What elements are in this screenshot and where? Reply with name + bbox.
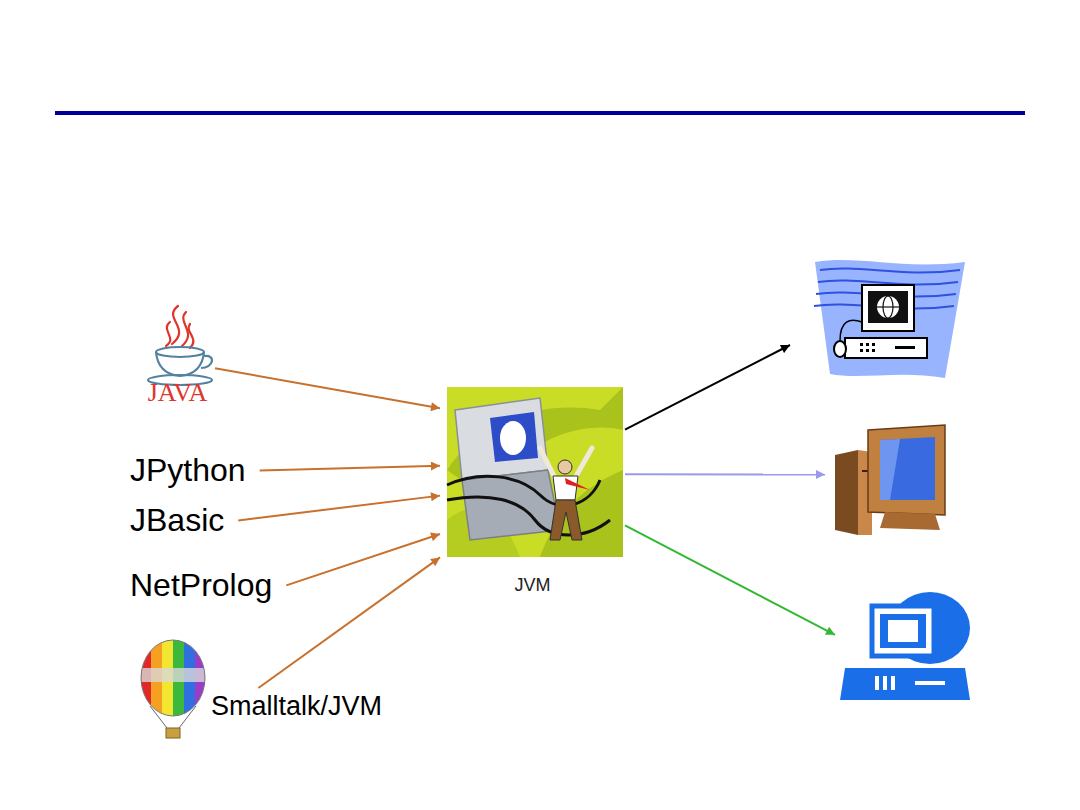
desktop-computer-icon [862,470,868,472]
connector-arrow [258,557,440,688]
language-label: JBasic [126,500,238,541]
smalltalk-balloon [140,668,207,682]
network-computer-icon [820,268,960,272]
network-computer-icon [818,280,958,284]
smalltalk-logo: Smalltalk/JVM [135,688,392,725]
workstation-icon [880,614,926,648]
jvm-illustration [575,448,592,478]
network-computer-icon [814,260,965,378]
java-logo: JAVA [140,300,215,412]
workstation-icon [891,676,895,690]
jvm-illustration [447,387,623,557]
jvm-illustration [447,387,623,557]
java-cup-logo [182,312,188,346]
target-computer [825,425,945,535]
workstation-icon [875,676,879,690]
smalltalk-balloon [166,728,180,738]
desktop-computer-icon [835,450,858,535]
node-label: JAVA [148,378,208,408]
java-cup-logo [172,306,179,344]
connector-arrow [260,466,440,471]
workstation-icon [840,592,970,700]
component-label: JVM [515,575,551,596]
java-cup-logo [166,322,170,346]
network-computer-icon [840,320,862,341]
network-computer-icon [866,343,869,346]
java-cup-logo [166,306,193,348]
workstation-icon [872,606,934,656]
desktop-computer-icon [880,512,940,530]
desktop-computer-icon [868,425,945,515]
java-cup-logo [189,324,194,348]
network-computer-icon [815,260,965,378]
desktop-computer-icon [835,425,945,535]
network-computer-icon [866,349,869,352]
jvm-illustration [540,448,555,478]
desktop-computer-icon [880,437,935,500]
jvm-illustration [455,398,548,480]
workstation-icon [875,676,945,690]
network-computer-icon [872,343,875,346]
node-label: Smalltalk/JVM [211,691,382,722]
node-label: JPython [130,452,246,489]
java-cup-logo [156,352,204,376]
workstation-icon [840,668,970,700]
network-computer-icon [845,338,927,358]
target-computer [835,590,970,705]
jvm-illustration [540,448,592,540]
node-label: JBasic [130,502,224,539]
node-label: NetProlog [130,567,272,604]
jvm-box: JVM [440,387,625,600]
network-computer-icon [860,349,863,352]
jvm-illustration [447,476,600,505]
java-cup-logo [156,347,204,357]
smalltalk-balloon [140,640,207,738]
jvm-illustration [550,500,582,540]
connector-arrow [625,525,835,634]
smalltalk-balloon [141,640,205,716]
jvm-illustration [500,421,526,455]
title-rule [55,111,1025,115]
network-computer-icon [868,291,908,323]
smalltalk-balloon [179,706,196,728]
desktop-computer-icon [880,439,900,500]
smalltalk-balloon [140,640,207,720]
jvm-illustration [558,460,572,474]
connector-arrow [215,368,440,408]
target-computer [790,255,965,380]
jvm-illustration [490,412,538,462]
network-computer-icon [834,341,846,357]
smalltalk-balloon [150,706,167,728]
java-cup-logo [201,356,212,368]
network-computer-icon [872,349,875,352]
workstation-icon [883,676,887,690]
language-label: JPython [126,450,260,491]
java-cup-logo [148,306,212,385]
connector-arrow [286,534,440,585]
jvm-illustration [447,497,610,535]
network-computer-icon [877,296,899,318]
workstation-icon [888,620,918,642]
network-computer-icon [877,306,899,307]
connector-arrow [625,473,825,475]
connector-arrow [625,345,790,430]
network-computer-icon [860,343,863,346]
network-computer-icon [895,346,915,349]
workstation-icon [915,681,945,685]
network-computer-icon [860,343,915,352]
network-computer-icon [877,296,899,318]
language-label: NetProlog [126,565,286,606]
connector-arrow [238,496,440,521]
network-computer-icon [862,285,914,331]
jvm-illustration [565,478,590,490]
